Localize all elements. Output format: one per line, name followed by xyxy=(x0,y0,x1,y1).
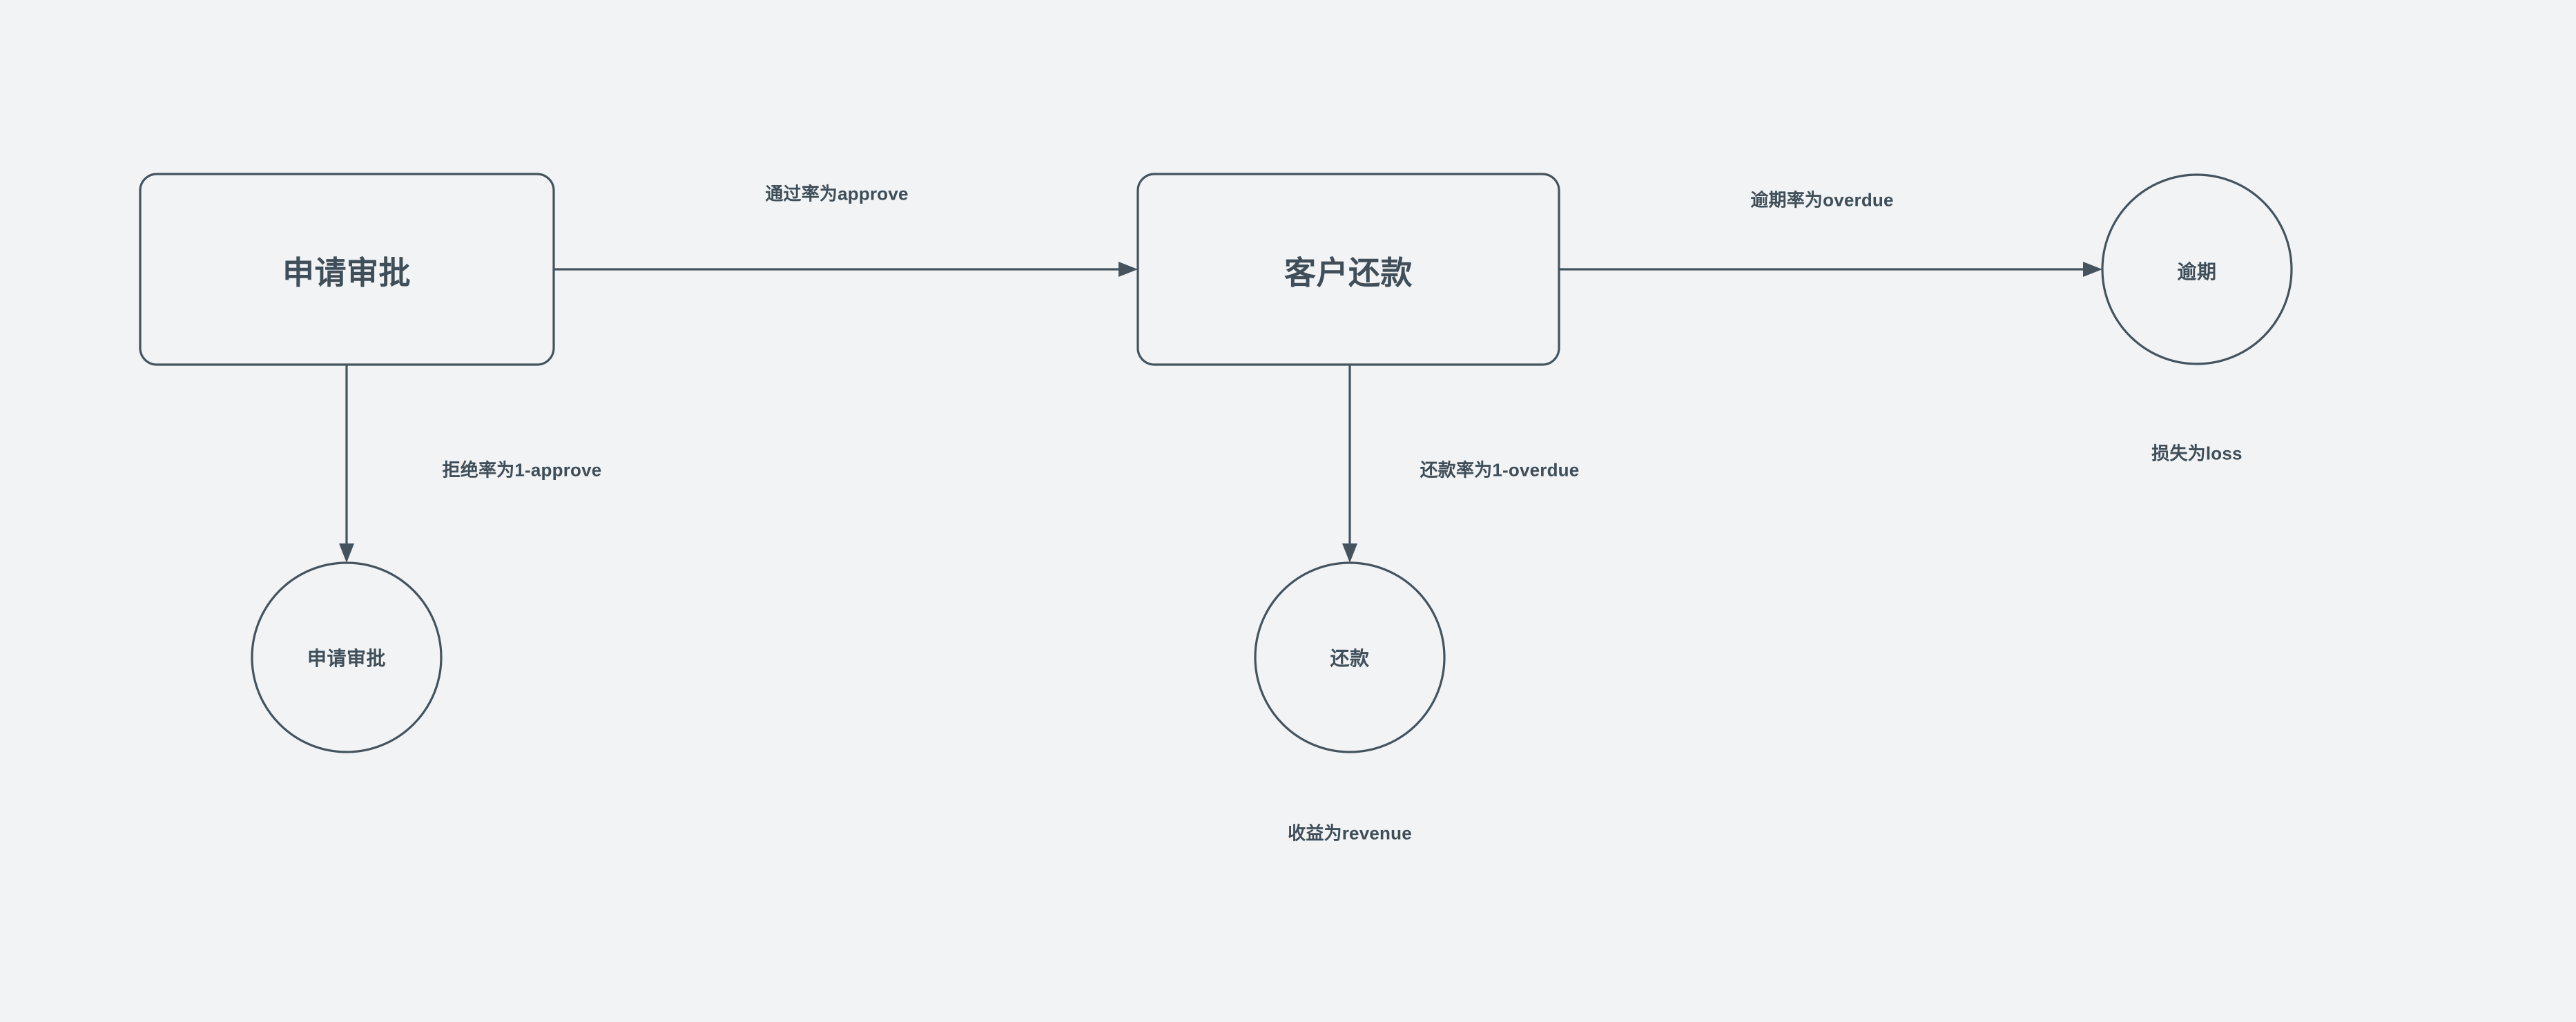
node-label-rejected: 申请审批 xyxy=(307,648,387,669)
edge-label-overdue: 逾期率为overdue xyxy=(1750,189,1894,211)
outcome-caption-loss: 损失为loss xyxy=(2151,443,2243,464)
arrow-head-repay xyxy=(1342,543,1357,563)
node-label-overdue: 逾期 xyxy=(2177,261,2217,282)
node-label-repaid: 还款 xyxy=(1330,648,1370,669)
edge-label-approve: 通过率为approve xyxy=(765,183,909,204)
node-label-apply-review: 申请审批 xyxy=(282,255,411,291)
edge-label-repay: 还款率为1-overdue xyxy=(1420,459,1580,481)
node-label-customer-repay: 客户还款 xyxy=(1284,255,1413,291)
outcome-caption-revenue: 收益为revenue xyxy=(1288,822,1412,844)
edge-label-reject: 拒绝率为1-approve xyxy=(442,459,602,481)
arrow-head-reject xyxy=(339,543,354,563)
arrow-head-approve xyxy=(1118,262,1138,277)
arrow-head-overdue xyxy=(2083,262,2102,277)
